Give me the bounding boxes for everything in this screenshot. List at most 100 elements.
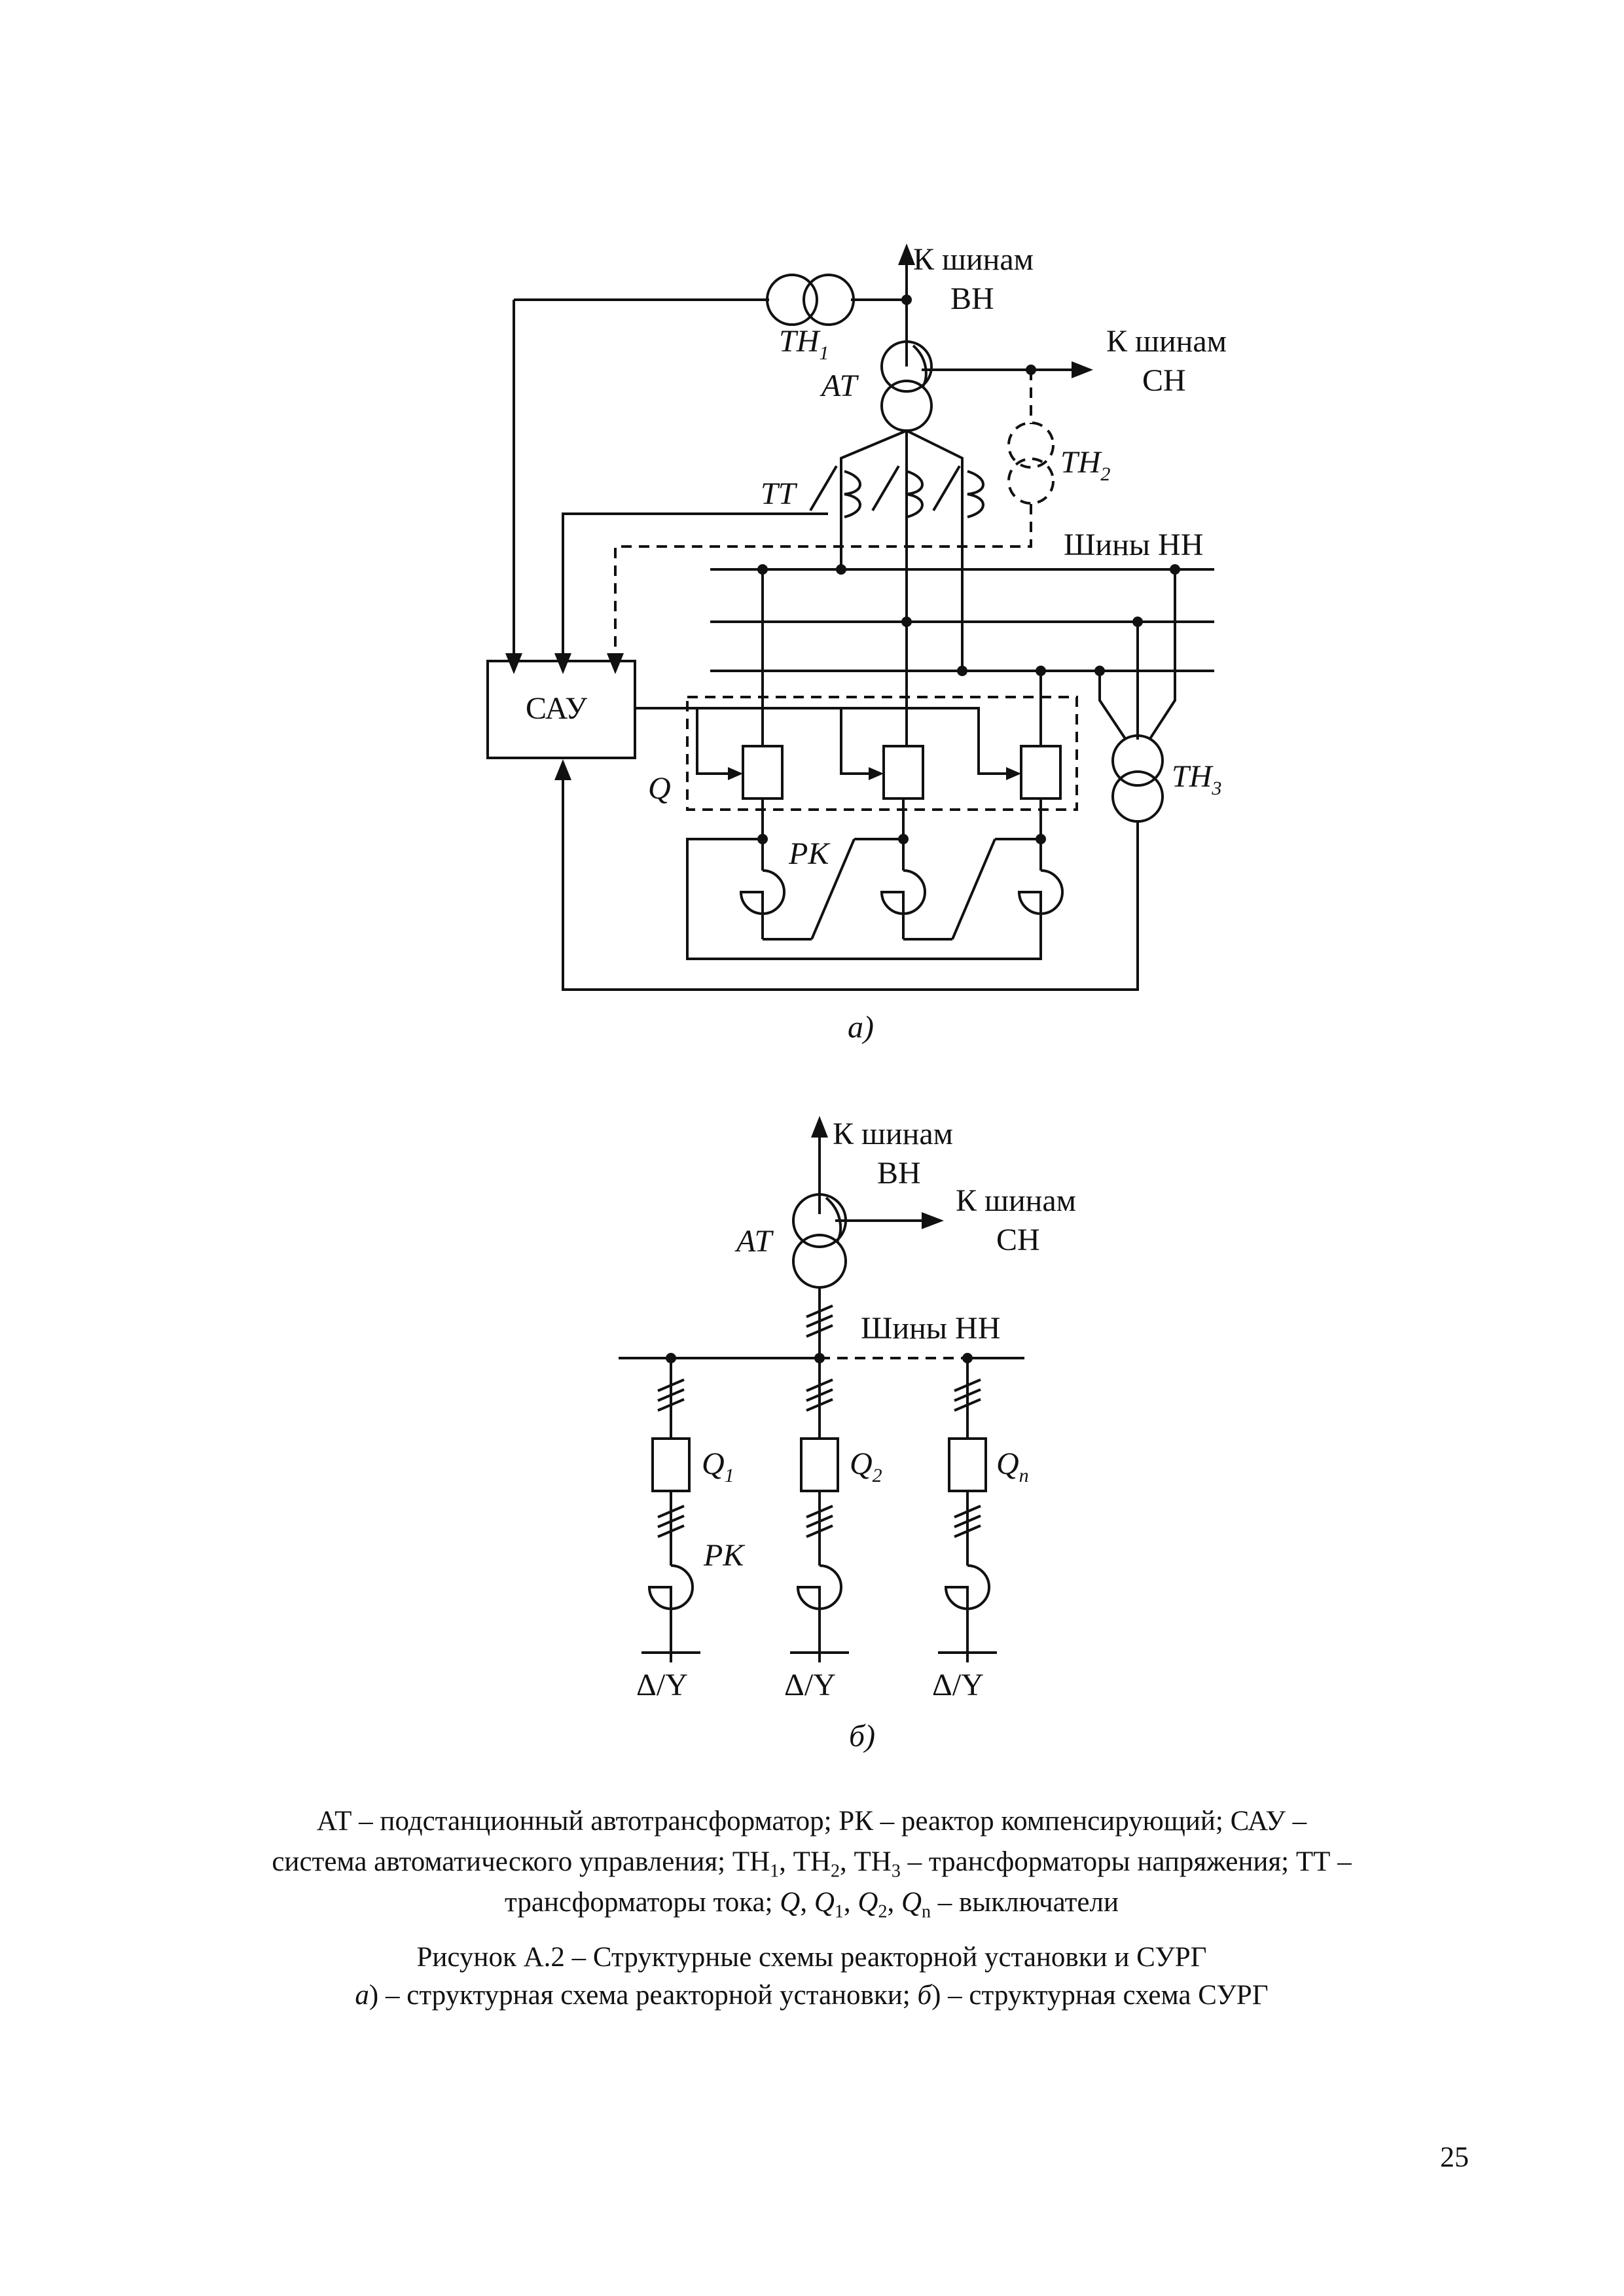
- legend-l3-e: – выключатели: [931, 1887, 1119, 1918]
- legend-l3-qn: Q: [901, 1887, 922, 1918]
- legend-l2-s2: 2: [831, 1861, 840, 1882]
- reactor-rk-1: [647, 1564, 694, 1653]
- mv-label-line1: К шинам: [1106, 324, 1227, 359]
- hv-label-b-line1: К шинам: [833, 1117, 953, 1151]
- vt-tn3-symbol: [1111, 734, 1164, 823]
- switch-group-q: [686, 696, 1078, 811]
- legend-l3-s2: 2: [878, 1901, 888, 1922]
- switch-q-1: [742, 745, 784, 800]
- mv-label-line2: СН: [1142, 363, 1186, 398]
- legend-line-2: система автоматического управления; ТН1,…: [164, 1842, 1460, 1892]
- switch-qn: [948, 1437, 987, 1492]
- legend-line-3: трансформаторы тока; Q, Q1, Q2, Qn – вык…: [164, 1882, 1460, 1933]
- hv-label-line1: К шинам: [913, 242, 1034, 277]
- at-label-b: АТ: [734, 1224, 774, 1259]
- at-label: АТ: [820, 368, 859, 403]
- hv-label-line2: ВН: [950, 281, 994, 316]
- mv-label-b-line2: СН: [996, 1223, 1040, 1257]
- legend-line-1-text: АТ – подстанционный автотрансформатор; Р…: [316, 1806, 1307, 1837]
- arrow-right-icon: [869, 767, 884, 780]
- lv-bus-label-b: Шины НН: [861, 1311, 1000, 1346]
- arrow-down-icon: [607, 653, 624, 674]
- tn2-text: ТН: [1060, 445, 1102, 480]
- legend-l3-d: ,: [887, 1887, 901, 1918]
- page-number: 25: [1440, 2141, 1469, 2173]
- vt-tn2-symbol: [1007, 422, 1055, 505]
- three-phase-marks: [806, 1304, 833, 1338]
- legend-l3-b: ,: [800, 1887, 814, 1918]
- figure-caption-title: Рисунок А.2 – Структурные схемы реакторн…: [164, 1939, 1460, 1977]
- legend-l3-a: трансформаторы тока;: [505, 1887, 780, 1918]
- q2-label: Q2: [850, 1446, 882, 1486]
- vt-tn1-symbol: [766, 274, 855, 326]
- reactor-rk-n: [944, 1564, 990, 1653]
- delta-star-n: Δ/Y: [932, 1668, 984, 1702]
- figure-caption-subtitle: а) – структурная схема реакторной устано…: [164, 1977, 1460, 2015]
- legend-l3-q2: Q: [857, 1887, 878, 1918]
- arrow-up-icon: [554, 759, 571, 780]
- q1-text: Q: [702, 1446, 725, 1481]
- feeder-1: [641, 1358, 700, 1662]
- reactor-rk-2: [796, 1564, 842, 1653]
- arrow-up-icon: [898, 243, 915, 265]
- arrow-right-icon: [1006, 767, 1021, 780]
- switch-q-2: [882, 745, 924, 800]
- tt-label: ТТ: [761, 476, 798, 511]
- tn2-label: ТН2: [1060, 445, 1110, 485]
- legend-l2-s3: 3: [891, 1861, 901, 1882]
- delta-star-2: Δ/Y: [784, 1668, 836, 1702]
- caption-sub-a-text: ) – структурная схема реакторной установ…: [369, 1980, 918, 2011]
- arrow-up-icon: [811, 1116, 828, 1138]
- legend-l2-a: система автоматического управления; ТН: [272, 1846, 770, 1877]
- rk-label-b: РК: [703, 1538, 746, 1573]
- diagram-a-label: а): [848, 1010, 874, 1045]
- caption-sub-a: а: [355, 1980, 369, 2011]
- tn1-text: ТН: [779, 324, 821, 359]
- legend-l3-q: Q: [780, 1887, 801, 1918]
- legend-l2-b: , ТН: [779, 1846, 831, 1877]
- delta-star-1: Δ/Y: [636, 1668, 688, 1702]
- q2-sub: 2: [873, 1465, 882, 1486]
- rk-label: РК: [788, 836, 831, 871]
- feeder-2: [790, 1358, 849, 1662]
- hv-label-b-line2: ВН: [877, 1156, 921, 1191]
- legend-l2-s1: 1: [770, 1861, 780, 1882]
- sau-label: САУ: [526, 691, 587, 726]
- legend-line-1: АТ – подстанционный автотрансформатор; Р…: [164, 1801, 1460, 1842]
- arrow-right-icon: [728, 767, 743, 780]
- q-label: Q: [648, 771, 671, 806]
- qn-sub: n: [1019, 1465, 1029, 1486]
- q1-sub: 1: [725, 1465, 734, 1486]
- switch-q1: [651, 1437, 691, 1492]
- caption-sub-b-text: ) – структурная схема СУРГ: [931, 1980, 1269, 2011]
- caption-sub-b: б: [917, 1980, 932, 2011]
- qn-text: Q: [996, 1446, 1019, 1481]
- qn-label: Qn: [996, 1446, 1029, 1486]
- diagram-b: К шинам ВН К шинам СН АТ Шины НН Q1 Q2 Q…: [619, 1116, 1076, 1753]
- arrow-down-icon: [505, 653, 522, 674]
- ct-tt-symbols: [809, 465, 984, 518]
- caption-title-text: Рисунок А.2 – Структурные схемы реакторн…: [416, 1942, 1207, 1973]
- arrow-right-icon: [922, 1212, 944, 1229]
- q1-label: Q1: [702, 1446, 734, 1486]
- tn3-text: ТН: [1172, 759, 1214, 794]
- switch-q-3: [1020, 745, 1062, 800]
- arrow-down-icon: [554, 653, 571, 674]
- legend-l3-s1: 1: [834, 1901, 844, 1922]
- tn1-label: ТН1: [779, 324, 829, 364]
- legend-l2-d: – трансформаторы напряжения; ТТ –: [900, 1846, 1352, 1877]
- legend-l3-sn: n: [922, 1901, 931, 1922]
- legend-l3-c: ,: [843, 1887, 858, 1918]
- legend-l2-c: , ТН: [840, 1846, 892, 1877]
- q2-text: Q: [850, 1446, 873, 1481]
- tn3-sub: 3: [1211, 778, 1221, 799]
- lv-bus-label: Шины НН: [1064, 528, 1203, 562]
- tn2-sub: 2: [1100, 463, 1110, 485]
- tn1-sub: 1: [819, 342, 829, 364]
- arrow-right-icon: [1072, 361, 1093, 378]
- switch-q2: [800, 1437, 839, 1492]
- diagram-b-label: б): [849, 1719, 875, 1753]
- tn3-label: ТН3: [1172, 759, 1221, 799]
- feeder-n: [938, 1358, 997, 1662]
